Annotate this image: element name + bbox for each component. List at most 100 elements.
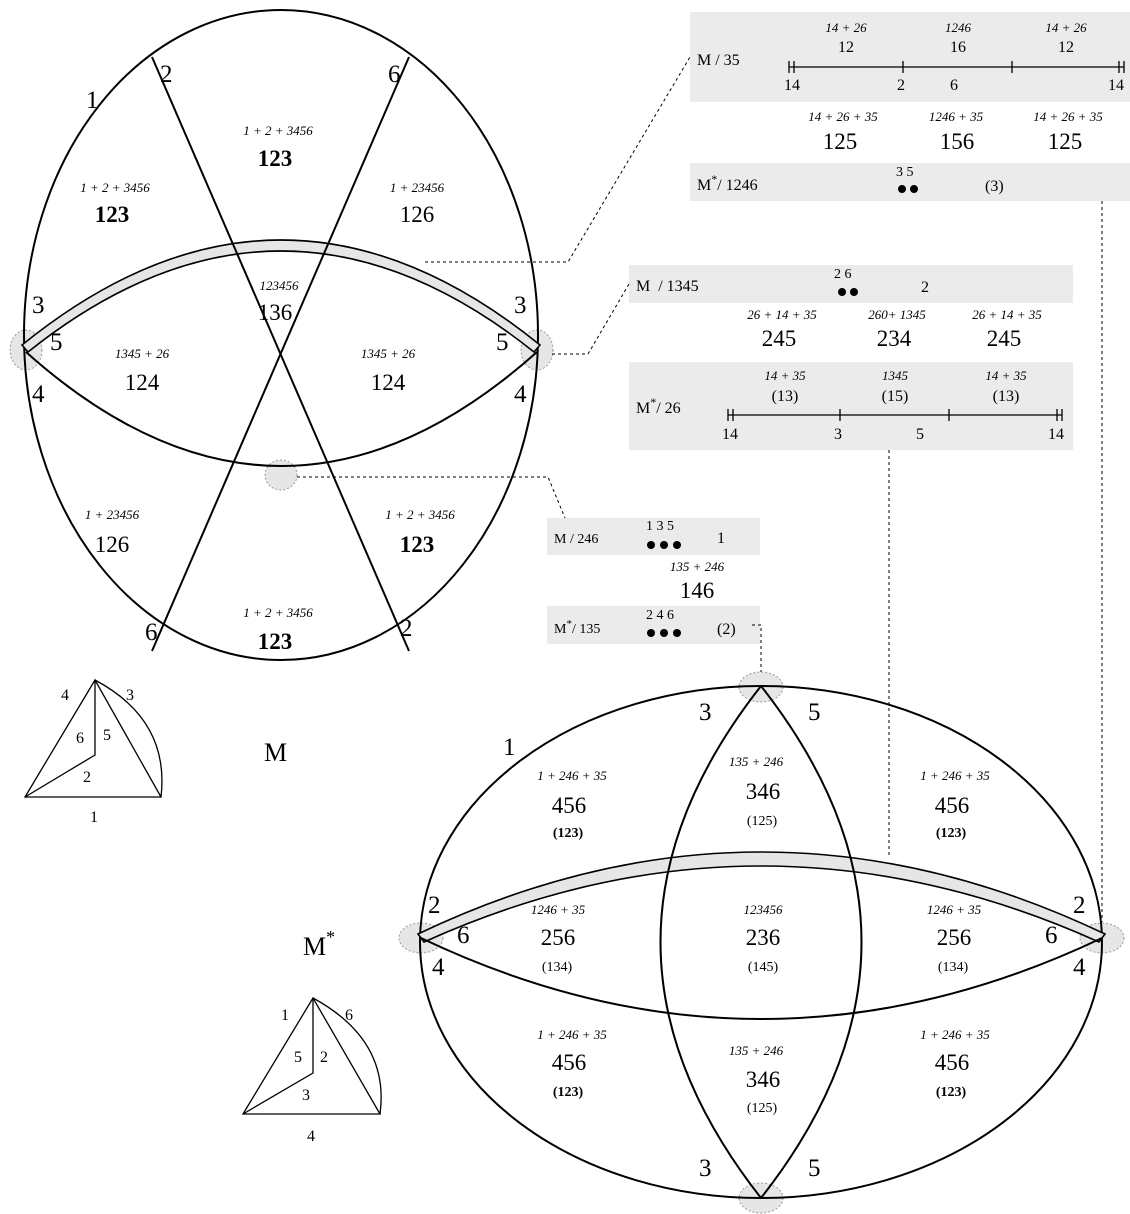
panel-label: M / 1345: [636, 278, 699, 295]
tri-label-3: 3: [302, 1087, 310, 1104]
triangle-inner: [24, 680, 96, 798]
point-dot: [910, 185, 918, 193]
point-dot: [673, 541, 681, 549]
region-sub: (145): [748, 960, 779, 975]
mstar-edge-5-bottom: 5: [808, 1155, 821, 1182]
mstar-edge-6-left: 6: [457, 922, 470, 949]
mstar-region-lower-center: 135 + 246 346 (125): [729, 1043, 784, 1116]
region-sub: (123): [936, 826, 967, 841]
mstar-edge-3-top: 3: [699, 699, 712, 726]
region-formula: 1345 + 26: [361, 346, 416, 361]
mstar-region-mid-left: 1246 + 35 256 (134): [531, 902, 586, 975]
region-value: 123: [258, 146, 293, 171]
connector-mstar135-down: [752, 624, 762, 674]
region-formula: 1 + 246 + 35: [537, 768, 607, 783]
triangle-outline: [241, 996, 382, 1115]
panel-mstar-135: M*/ 135 2 4 6 (2): [547, 606, 760, 644]
panel-label: M*/ 1246: [697, 172, 758, 194]
region-formula: 1 + 2 + 3456: [243, 123, 313, 138]
formula-2: 260+ 1345: [868, 307, 926, 322]
m-region-lower-right: 1 + 2 + 3456 123: [385, 507, 455, 557]
value-1: (13): [772, 388, 799, 405]
point-dot: [660, 629, 668, 637]
m-edge-2-top: 2: [160, 61, 173, 88]
region-sub: (134): [938, 960, 969, 975]
value-2: 234: [877, 326, 912, 351]
panel-note: (2): [717, 621, 736, 638]
mstar-edge-4-right: 4: [1073, 954, 1086, 981]
region-value: 236: [746, 925, 781, 950]
formula-2: 1246 + 35: [929, 109, 984, 124]
panel-label: M / 35: [697, 52, 740, 69]
m-edge-3-right: 3: [514, 292, 527, 319]
region-value: 456: [552, 1050, 587, 1075]
mstar-edge-2-right: 2: [1073, 892, 1086, 919]
tri-label-top-left: 4: [61, 687, 69, 704]
panel-bg: [547, 518, 760, 555]
region-value: 126: [400, 202, 435, 227]
m-title: M: [264, 738, 287, 767]
m-triangle-sketch: 4 3 6 5 2 1: [23, 678, 163, 826]
connectors: [297, 56, 1103, 922]
formula-2: 1345: [882, 368, 909, 383]
connector-vertex-to-m1345: [552, 283, 630, 355]
mstar-region-upper-center: 135 + 246 346 (125): [729, 754, 784, 829]
mstar-right-arc: [760, 685, 863, 1199]
mstar-edge-1: 1: [503, 734, 516, 761]
region-formula: 123456: [744, 902, 784, 917]
m-region-upper-left: 1 + 2 + 3456 123: [80, 180, 150, 227]
panel-mstar-26: M*/ 26 14 + 35 1345 14 + 35 (13) (15) (1…: [629, 362, 1073, 450]
m-line-6: [151, 56, 410, 652]
panel-m-35-contractions: 14 + 26 + 35 1246 + 35 14 + 26 + 35 125 …: [808, 109, 1103, 154]
region-formula: 123456: [260, 278, 300, 293]
tri-label-6: 6: [76, 730, 84, 747]
tick-label: 14: [784, 77, 800, 94]
m-region-mid-left: 1345 + 26 124: [115, 346, 170, 395]
matroid-m-figure: 1 2 6 3 5 4 3 5 4 6 2 1 + 2 + 3456 123 1…: [9, 9, 554, 767]
mstar-edge-2-left: 2: [428, 892, 441, 919]
tri-label-bottom: 4: [307, 1128, 315, 1145]
value-3: 245: [987, 326, 1022, 351]
tri-label-top-left: 1: [281, 1007, 289, 1024]
dots-label: 3 5: [896, 165, 914, 180]
m-edge-4-right: 4: [514, 381, 527, 408]
point-dot: [898, 185, 906, 193]
region-value: 124: [125, 370, 160, 395]
dots-label: 2 4 6: [646, 608, 674, 623]
m-region-top: 1 + 2 + 3456 123: [243, 123, 313, 171]
region-sub: (134): [542, 960, 573, 975]
dots-label: 2 6: [834, 267, 852, 282]
formula-3: 26 + 14 + 35: [972, 307, 1042, 322]
panel-m-246-contraction: 135 + 246 146: [670, 559, 725, 603]
point-dot: [660, 541, 668, 549]
region-formula: 1246 + 35: [927, 902, 982, 917]
point-dot: [838, 288, 846, 296]
value-1: 245: [762, 326, 797, 351]
point-dot: [647, 629, 655, 637]
mstar-lower-curve: [420, 937, 1103, 1020]
panel-note: 1: [717, 530, 725, 547]
panel-m-35: M / 35 14 + 26 1246 14 + 26 12 16 12 14 …: [690, 12, 1130, 102]
m-lower-curve: [25, 351, 538, 467]
region-formula: 1 + 2 + 3456: [80, 180, 150, 195]
tick-label: 14: [1048, 426, 1064, 443]
triangle-inner: [242, 998, 314, 1115]
panel-m-1345-contractions: 26 + 14 + 35 260+ 1345 26 + 14 + 35 245 …: [747, 307, 1042, 351]
region-value: 123: [95, 202, 130, 227]
region-sub: (123): [553, 1085, 584, 1100]
value-1: 125: [823, 129, 858, 154]
region-value: 136: [258, 300, 293, 325]
region-value: 456: [935, 793, 970, 818]
panel-bg: [690, 163, 1130, 201]
matroid-mstar-figure: 1 3 5 2 6 4 2 6 4 3 5 1 + 246 + 35 456 (…: [303, 671, 1125, 1214]
region-sub: (125): [747, 814, 778, 829]
panel-label: M*/ 26: [636, 395, 681, 417]
tri-label-bottom: 1: [90, 809, 98, 826]
tick-label: 5: [916, 426, 924, 443]
region-formula: 1 + 2 + 3456: [385, 507, 455, 522]
formula-3: 14 + 26: [1045, 20, 1087, 35]
mstar-title: M*: [303, 927, 335, 961]
mstar-region-upper-right: 1 + 246 + 35 456 (123): [920, 768, 990, 841]
m-edge-6-bottom: 6: [145, 619, 158, 646]
